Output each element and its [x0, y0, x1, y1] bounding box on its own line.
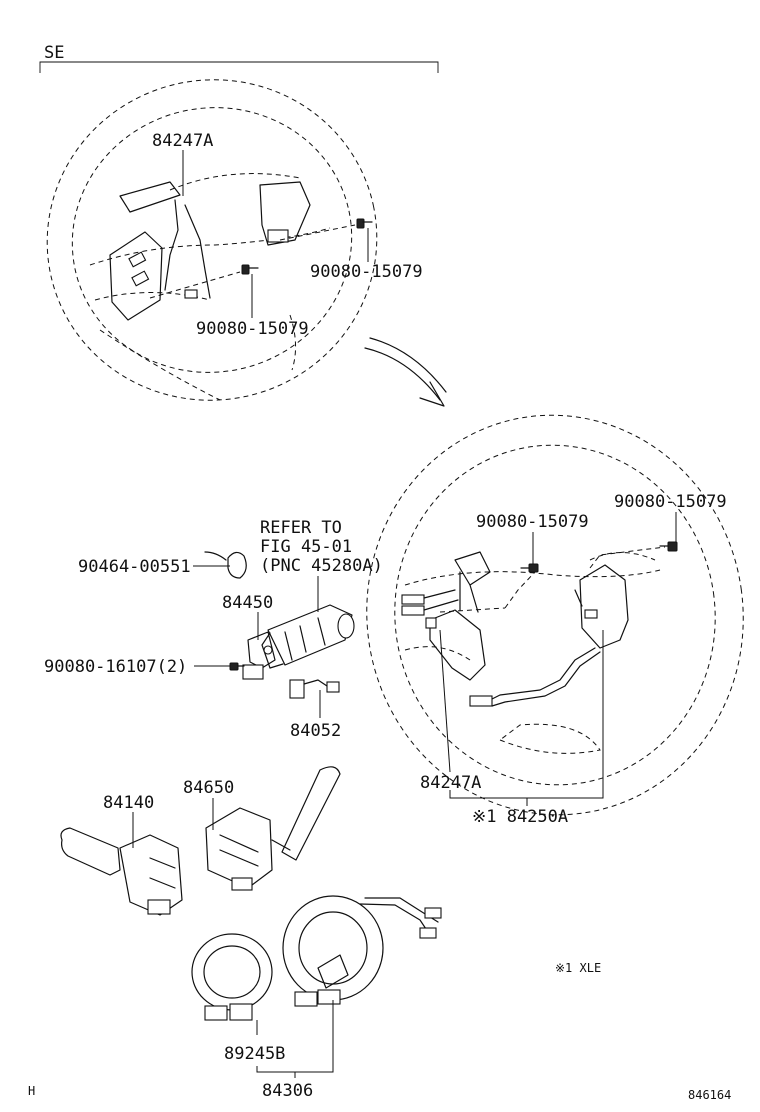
spiral-cable-label: 84306 [262, 1081, 313, 1101]
switch-assy-label: ※1 84250A [472, 807, 568, 827]
upper-steering-wheel [46, 79, 378, 401]
upper-screw-right-label: 90080-15079 [310, 262, 423, 282]
lower-screw-right [589, 541, 678, 569]
sensor-ring-part [191, 933, 273, 1021]
bracket-screw-label: 90080-16107(2) [44, 657, 187, 677]
clamp-label: 90464-00551 [78, 557, 191, 577]
bracket-screw [229, 662, 245, 671]
lower-screw-left-label: 90080-15079 [476, 512, 589, 532]
turn-switch-label: 84140 [103, 793, 154, 813]
upper-screw-left [149, 264, 259, 299]
bracket-label: 84450 [222, 593, 273, 613]
corner-left-mark: H [28, 1084, 35, 1098]
upper-screw-left-label: 90080-15079 [196, 319, 309, 339]
upper-screw-right [279, 218, 373, 241]
bracket-part [242, 631, 276, 680]
lower-steering-wheel [366, 414, 744, 816]
refer-to-line1: REFER TO [260, 518, 342, 538]
refer-to-line3: (PNC 45280A) [260, 556, 383, 576]
wiper-switch [205, 766, 341, 891]
sensor-part [289, 679, 340, 699]
diagram-code: 846164 [688, 1088, 731, 1102]
refer-to-line2: FIG 45-01 [260, 537, 352, 557]
clamp-part [204, 551, 247, 579]
spiral-cable-part [282, 895, 442, 1007]
turn-signal-switch [60, 827, 183, 916]
lower-switch-assembly [401, 551, 629, 707]
se-section-label: SE [44, 43, 64, 63]
se-section-bracket [39, 61, 439, 73]
lower-switch-label: 84247A [420, 773, 481, 793]
lower-switch-leader [439, 629, 451, 773]
lower-screw-right-label: 90080-15079 [614, 492, 727, 512]
column-shaft-assembly [261, 604, 355, 669]
sensor-label: 84052 [290, 721, 341, 741]
wiper-switch-label: 84650 [183, 778, 234, 798]
upper-switch-label: 84247A [152, 131, 213, 151]
transition-arrow-icon [364, 337, 447, 407]
sensor-ring-label: 89245B [224, 1044, 285, 1064]
footnote-label: ※1 XLE [555, 961, 601, 975]
upper-switch-assembly [109, 181, 311, 321]
